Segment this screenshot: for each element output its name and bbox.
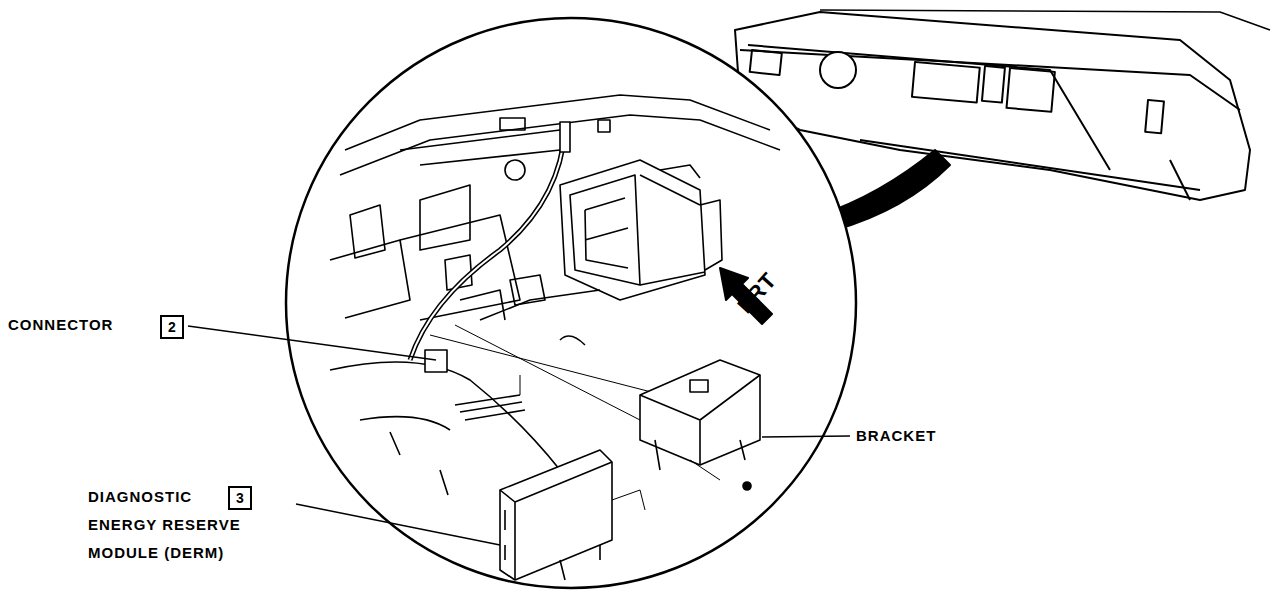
detail-circle bbox=[286, 18, 856, 588]
callout-text: 3 bbox=[236, 488, 244, 508]
part-label: BRACKET bbox=[856, 422, 936, 450]
leader-line bbox=[762, 436, 850, 437]
callout-text: 2 bbox=[168, 317, 176, 337]
detail-contents bbox=[330, 95, 780, 580]
callout-number: 2 bbox=[160, 315, 184, 339]
callout-number: 3 bbox=[228, 486, 252, 510]
part-label: CONNECTOR bbox=[8, 311, 113, 339]
leader-line bbox=[296, 504, 500, 545]
leader-line bbox=[188, 326, 436, 360]
